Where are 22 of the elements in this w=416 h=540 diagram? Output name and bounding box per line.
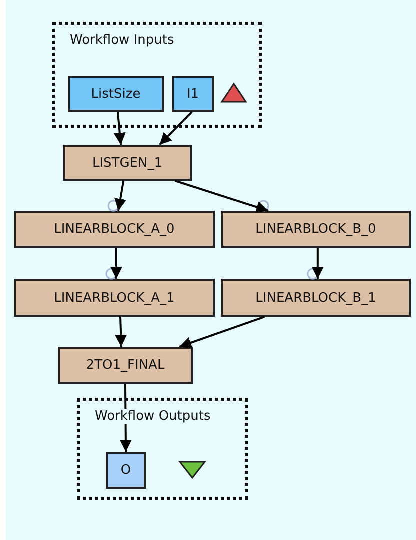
node-label: LISTGEN_1	[92, 156, 163, 170]
group-frame	[52, 22, 262, 128]
node-label: LINEARBLOCK_B_1	[256, 290, 376, 306]
process-box	[14, 279, 215, 317]
node-label: O	[120, 463, 132, 478]
node-label: I1	[186, 86, 200, 102]
group-title: Workflow Outputs	[94, 409, 212, 424]
group-frame	[77, 398, 248, 500]
process-box	[63, 145, 192, 181]
node-label: LINEARBLOCK_B_0	[256, 222, 376, 237]
process-box	[58, 347, 193, 384]
node-label: LINEARBLOCK_A_1	[54, 290, 175, 306]
group-title: Workflow Inputs	[69, 33, 176, 48]
node-label: ListSize	[91, 86, 141, 102]
node-label: 2TO1_FINAL	[86, 358, 165, 373]
node-label: LINEARBLOCK_A_0	[54, 222, 175, 237]
input-port-box	[68, 76, 164, 112]
process-box	[221, 279, 411, 317]
input-port-box	[172, 76, 214, 112]
process-box	[14, 211, 215, 248]
output-port-box	[106, 452, 146, 489]
process-box	[221, 211, 411, 248]
